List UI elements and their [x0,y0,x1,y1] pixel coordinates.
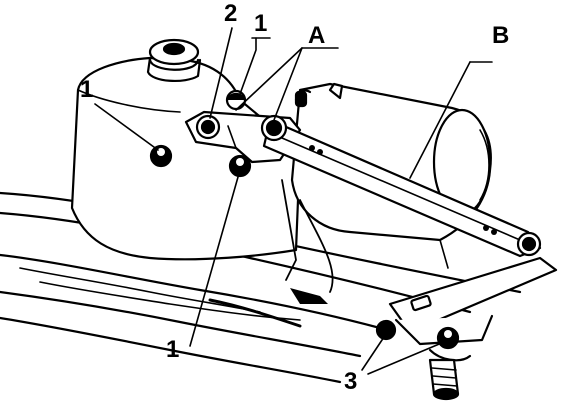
nut-2 [195,114,221,140]
callout-1-top-right: 1 [254,10,268,37]
spindle-bolt [428,358,460,401]
screw-1-bottom [228,154,252,178]
callout-1-left: 1 [80,76,94,103]
leader-lines [94,27,493,375]
screw-1-left [149,144,173,168]
callout-3-nuts: 3 [344,368,358,395]
lower-link-arm [388,256,558,362]
callout-1-bottom: 1 [166,336,180,363]
nut-a [260,114,288,142]
nut-rod-end [516,231,542,257]
fasteners [149,89,542,401]
screw-1-top-right [225,89,247,111]
nut-3-left [375,319,397,341]
housing-block [70,38,302,261]
nut-3-right [436,326,460,350]
callout-b-link: B [492,22,510,49]
callout-2-nut: 2 [224,0,238,27]
callout-a-pivot: A [308,22,326,49]
